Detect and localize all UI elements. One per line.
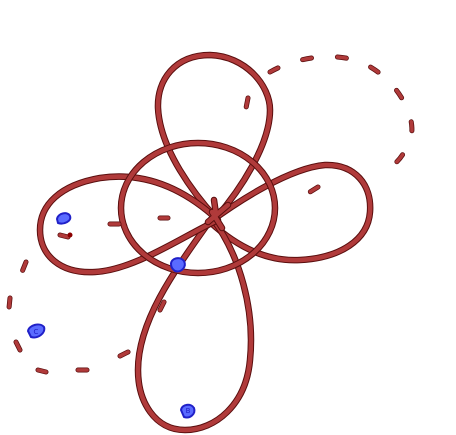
marker-b-label: B	[186, 407, 191, 415]
marker-left: C	[28, 324, 44, 337]
marker-bottom: B	[181, 405, 194, 418]
flower-curve	[40, 55, 370, 430]
right-petal	[210, 165, 370, 260]
center-circle	[121, 143, 275, 273]
marker-top-left	[57, 213, 70, 223]
marker-center	[171, 258, 185, 271]
dot	[68, 233, 73, 238]
marker-c-label: C	[34, 328, 39, 336]
